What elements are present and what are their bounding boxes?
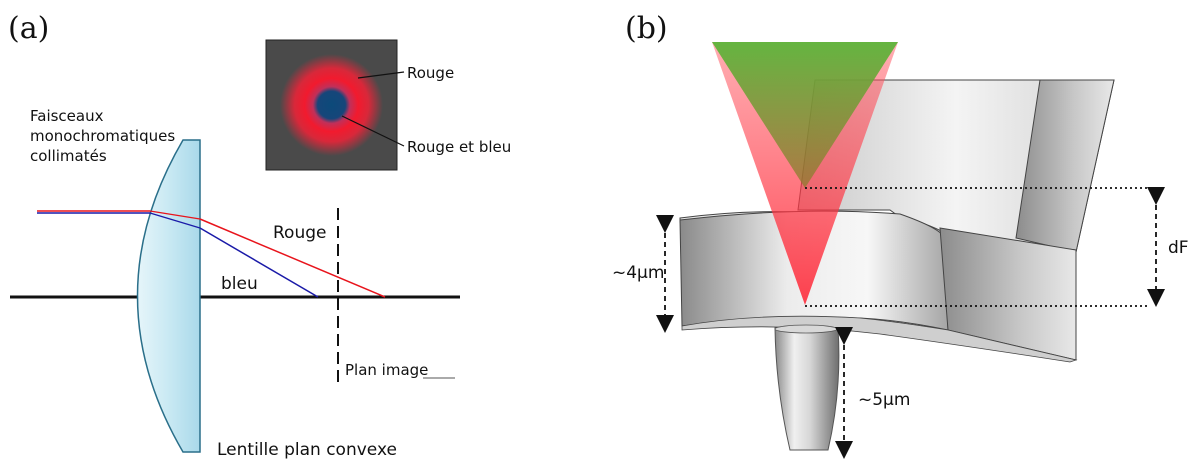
red-ray-refracted xyxy=(199,218,386,298)
blue-ray-refracted xyxy=(199,227,319,298)
beams-label-line2: monochromatiques xyxy=(30,127,175,145)
beams-label-line3: collimatés xyxy=(30,147,107,165)
blue-ray-label: bleu xyxy=(221,274,258,294)
inset-red-leader xyxy=(357,71,405,79)
thickness-label: ~4µm xyxy=(612,263,664,283)
tip-length-label: ~5µm xyxy=(858,390,910,410)
inset-both-label: Rouge et bleu xyxy=(407,138,511,156)
blue-ray-in-lens xyxy=(149,212,201,229)
tip xyxy=(774,327,840,451)
green-focus-cone xyxy=(712,42,898,188)
red-ray-label: Rouge xyxy=(273,223,326,243)
panel-b-label: (b) xyxy=(625,11,668,46)
tip-top xyxy=(774,324,838,334)
panel-a: (a) Faisceaux monochromatiques collimaté… xyxy=(8,11,511,459)
red-ray-in-lens xyxy=(149,210,201,220)
plano-convex-lens xyxy=(136,139,201,453)
focus-shift-label: dF xyxy=(1168,238,1189,258)
inset-spot xyxy=(280,54,383,156)
inset-red-label: Rouge xyxy=(407,64,454,82)
panel-a-label: (a) xyxy=(8,11,49,46)
beams-label-line1: Faisceaux xyxy=(30,107,104,125)
image-plane-label: Plan image xyxy=(345,361,428,379)
panel-b: (b) ~4µm dF ~5µm xyxy=(612,11,1189,459)
lens-label: Lentille plan convexe xyxy=(217,440,397,459)
inset-both-leader xyxy=(341,115,405,147)
